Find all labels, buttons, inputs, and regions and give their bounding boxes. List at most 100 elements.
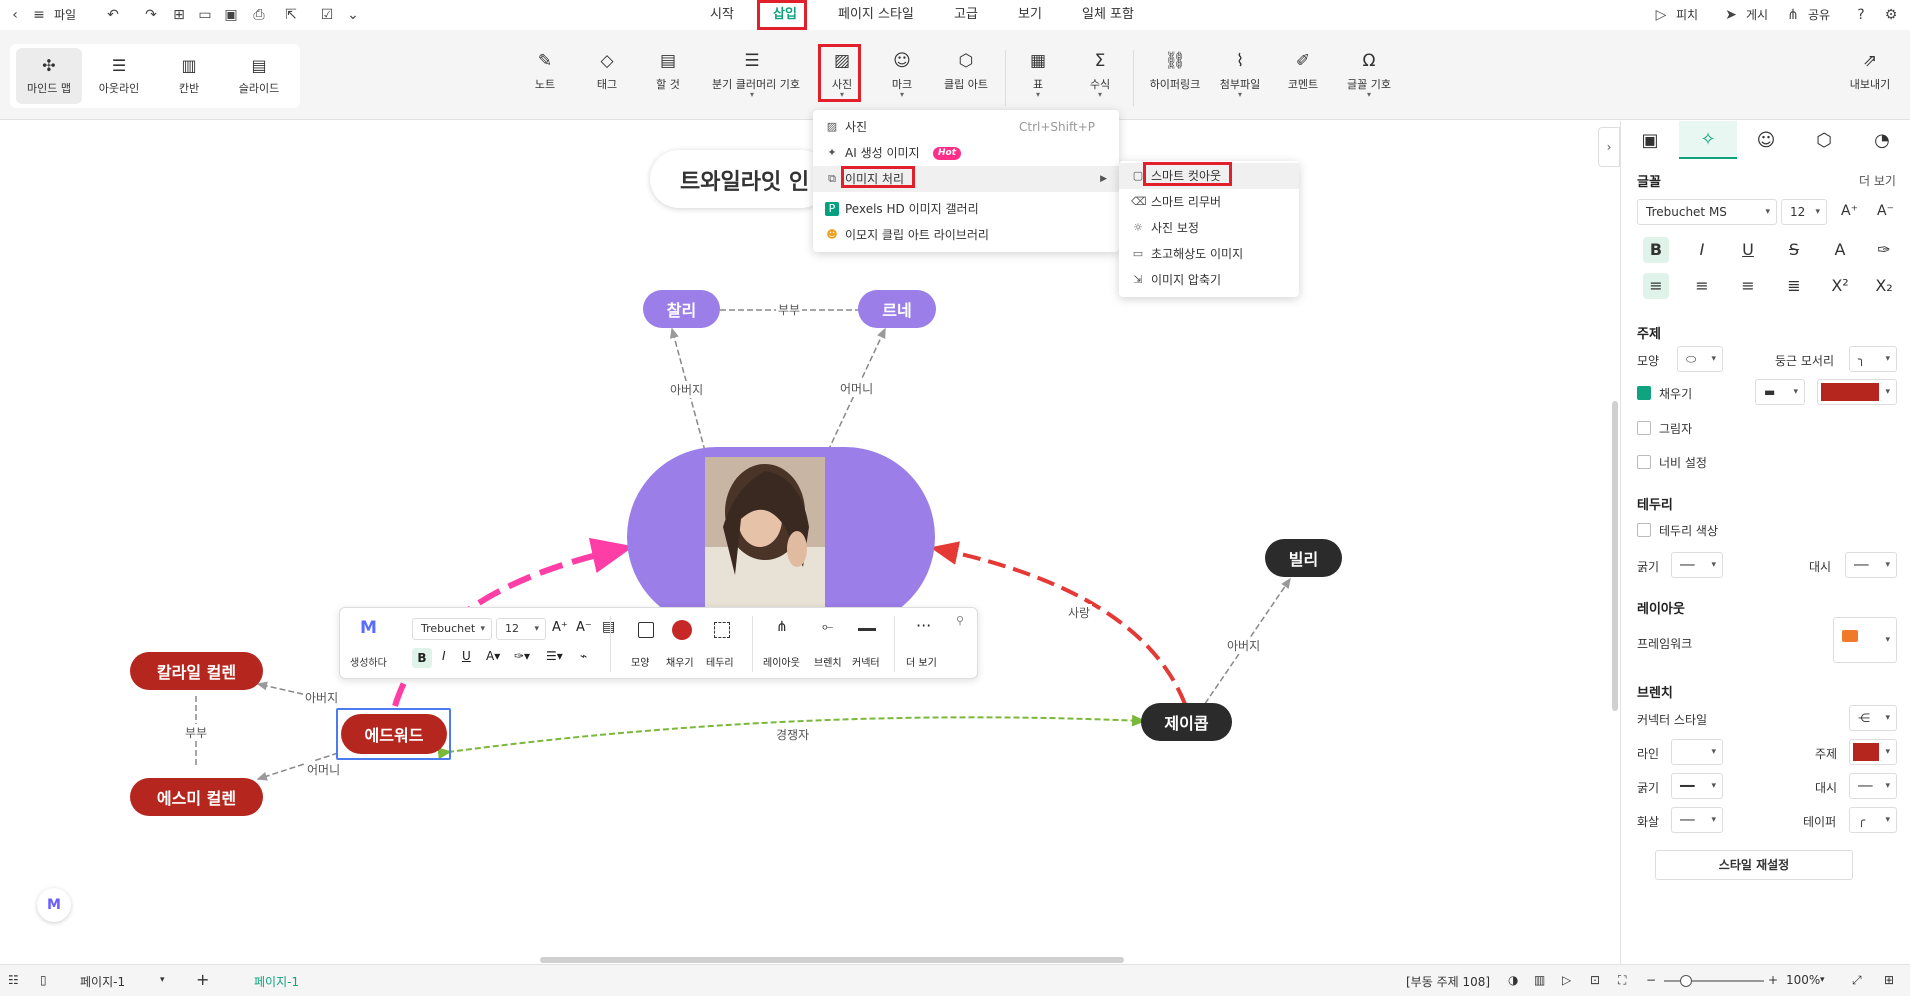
branch-color-select[interactable]: ▾	[1849, 739, 1897, 765]
page-panel-icon[interactable]: ▯	[40, 973, 47, 987]
fill-color-icon[interactable]	[672, 620, 692, 640]
menu-emoji-clipart[interactable]: ☻이모지 클립 아트 라이브러리	[826, 228, 989, 242]
todo-button[interactable]: ▤할 것	[636, 50, 700, 92]
outline-toggle-icon[interactable]: ☷	[8, 973, 19, 987]
add-page-icon[interactable]: +	[196, 970, 210, 989]
shape-icon[interactable]	[638, 622, 654, 638]
shape-label[interactable]: 모양	[631, 658, 650, 669]
toolbar-font-select[interactable]: Trebuchet▾	[412, 618, 492, 640]
bold-icon[interactable]: B	[412, 648, 432, 668]
shape-select[interactable]: ⬭▾	[1677, 346, 1723, 372]
list-icon[interactable]: ☰▾	[546, 649, 563, 663]
layout-icon[interactable]: ⋔	[776, 619, 788, 635]
zoom-slider-thumb[interactable]	[1680, 975, 1692, 987]
underline-icon[interactable]: U	[1742, 240, 1754, 259]
menu-smart-remover[interactable]: ⌫스마트 리무버	[1131, 195, 1222, 209]
comment-button[interactable]: ✐코멘트	[1271, 50, 1335, 92]
shadow-checkbox[interactable]	[1637, 421, 1651, 435]
expand-icon[interactable]: ⤢	[1852, 973, 1862, 987]
print-icon[interactable]: ⎙	[253, 7, 265, 23]
highlight-icon[interactable]: ✑▾	[514, 649, 531, 663]
toolbar-size-select[interactable]: 12▾	[496, 618, 546, 640]
view-kanban-button[interactable]: ▥칸반	[178, 56, 200, 95]
publish-button[interactable]: 게시	[1746, 8, 1769, 22]
panel-toggle-chevron-icon[interactable]: ›	[1598, 127, 1620, 167]
jacob-love-connector[interactable]	[930, 541, 1187, 705]
shrink-font-icon[interactable]: A⁻	[576, 620, 592, 635]
arrow-select[interactable]: ──▾	[1671, 807, 1723, 833]
more-label[interactable]: 더 보기	[906, 658, 937, 669]
mark-button[interactable]: ☺마크▾	[870, 50, 934, 99]
tab-view[interactable]: 보기	[1018, 7, 1042, 22]
menu-image-compressor[interactable]: ⇲이미지 압축기	[1119, 267, 1299, 293]
border-icon[interactable]	[714, 622, 730, 638]
rp-tab-mark[interactable]: ☺	[1737, 121, 1795, 159]
rp-tab-style[interactable]: ✧	[1679, 121, 1737, 159]
highlighter-icon[interactable]: ✑	[1877, 240, 1891, 259]
border-label[interactable]: 테두리	[706, 658, 734, 669]
shrink-font-icon[interactable]: A⁻	[1877, 203, 1894, 219]
pitch-icon[interactable]: ▷	[1655, 7, 1667, 23]
share-button[interactable]: 공유	[1808, 8, 1831, 22]
rp-tab-history[interactable]: ◔	[1853, 121, 1910, 159]
horizontal-scrollbar[interactable]	[540, 957, 1124, 963]
zoom-out-icon[interactable]: −	[1646, 973, 1657, 987]
more-chevron-icon[interactable]: ⌄	[347, 7, 359, 23]
bold-icon[interactable]: B	[1643, 237, 1669, 263]
more-link[interactable]: 더 보기	[1859, 174, 1896, 188]
fullscreen-icon[interactable]: ⛶	[1618, 973, 1627, 987]
pitch-button[interactable]: 피치	[1676, 8, 1699, 22]
connector-icon[interactable]	[858, 628, 876, 631]
help-icon[interactable]: ?	[1857, 7, 1865, 23]
branch-bracket-button[interactable]: ☰분기 클러머리 기호▾	[712, 51, 800, 99]
menu-super-resolution[interactable]: ▭초고해상도 이미지	[1132, 247, 1244, 261]
strikethrough-icon[interactable]: S	[1788, 240, 1800, 259]
ai-generate-icon[interactable]: M	[360, 618, 377, 638]
zoom-level[interactable]: 100%	[1786, 973, 1821, 987]
grid-icon[interactable]: ⊞	[1884, 973, 1895, 987]
rival-connector[interactable]	[437, 714, 1146, 760]
branch-dash-select[interactable]: ──▾	[1849, 773, 1897, 799]
publish-icon[interactable]: ➤	[1725, 7, 1737, 23]
share-icon[interactable]: ⋔	[1787, 7, 1799, 23]
undo-icon[interactable]: ↶	[107, 7, 119, 23]
menu-photo-enhance[interactable]: ☼사진 보정	[1119, 215, 1299, 241]
node-carlisle[interactable]: 칼라일 컬렌	[130, 652, 263, 690]
taper-select[interactable]: ╭▾	[1849, 807, 1897, 833]
layout-label[interactable]: 레이아웃	[763, 658, 800, 669]
more-dots-icon[interactable]: ···	[916, 616, 932, 635]
align-center-icon[interactable]: ≡	[1695, 276, 1709, 295]
italic-icon[interactable]: I	[1699, 240, 1705, 259]
zoom-slider[interactable]	[1664, 980, 1764, 982]
view-slides-button[interactable]: ▤슬라이드	[238, 56, 280, 95]
settings-icon[interactable]: ⚙	[1884, 7, 1898, 23]
node-renee[interactable]: 르네	[858, 290, 936, 328]
back-icon[interactable]: ‹	[12, 7, 18, 23]
align-right-icon[interactable]: ≡	[1741, 276, 1755, 295]
view-mindmap-button[interactable]: ✣마인드 맵	[16, 48, 82, 104]
tab-insert[interactable]: 삽입	[773, 7, 797, 22]
line-select[interactable]: ▾	[1671, 739, 1723, 765]
font-family-select[interactable]: Trebuchet MS▾	[1637, 199, 1777, 225]
ai-generate-label[interactable]: 생성하다	[350, 658, 387, 669]
tab-advanced[interactable]: 고급	[954, 7, 978, 22]
check-icon[interactable]: ☑	[320, 7, 334, 23]
fill-checkbox[interactable]	[1637, 386, 1651, 400]
play-icon[interactable]: ▷	[1562, 973, 1572, 987]
table-button[interactable]: ▦표▾	[1006, 50, 1070, 99]
attachment-button[interactable]: ⌇첨부파일▾	[1208, 50, 1272, 99]
open-folder-icon[interactable]: ▭	[198, 7, 212, 23]
export-icon[interactable]: ⇱	[285, 7, 297, 23]
text-color-icon[interactable]: A	[1834, 240, 1846, 259]
tab-all-in-one[interactable]: 일체 포함	[1082, 7, 1134, 22]
photo-button[interactable]: ▨사진▾	[810, 50, 874, 99]
italic-icon[interactable]: I	[442, 649, 446, 663]
underline-icon[interactable]: U	[462, 649, 471, 663]
clipart-button[interactable]: ⬡클립 아트	[934, 50, 998, 92]
font-size-select[interactable]: 12▾	[1781, 199, 1827, 225]
tab-start[interactable]: 시작	[710, 7, 734, 22]
